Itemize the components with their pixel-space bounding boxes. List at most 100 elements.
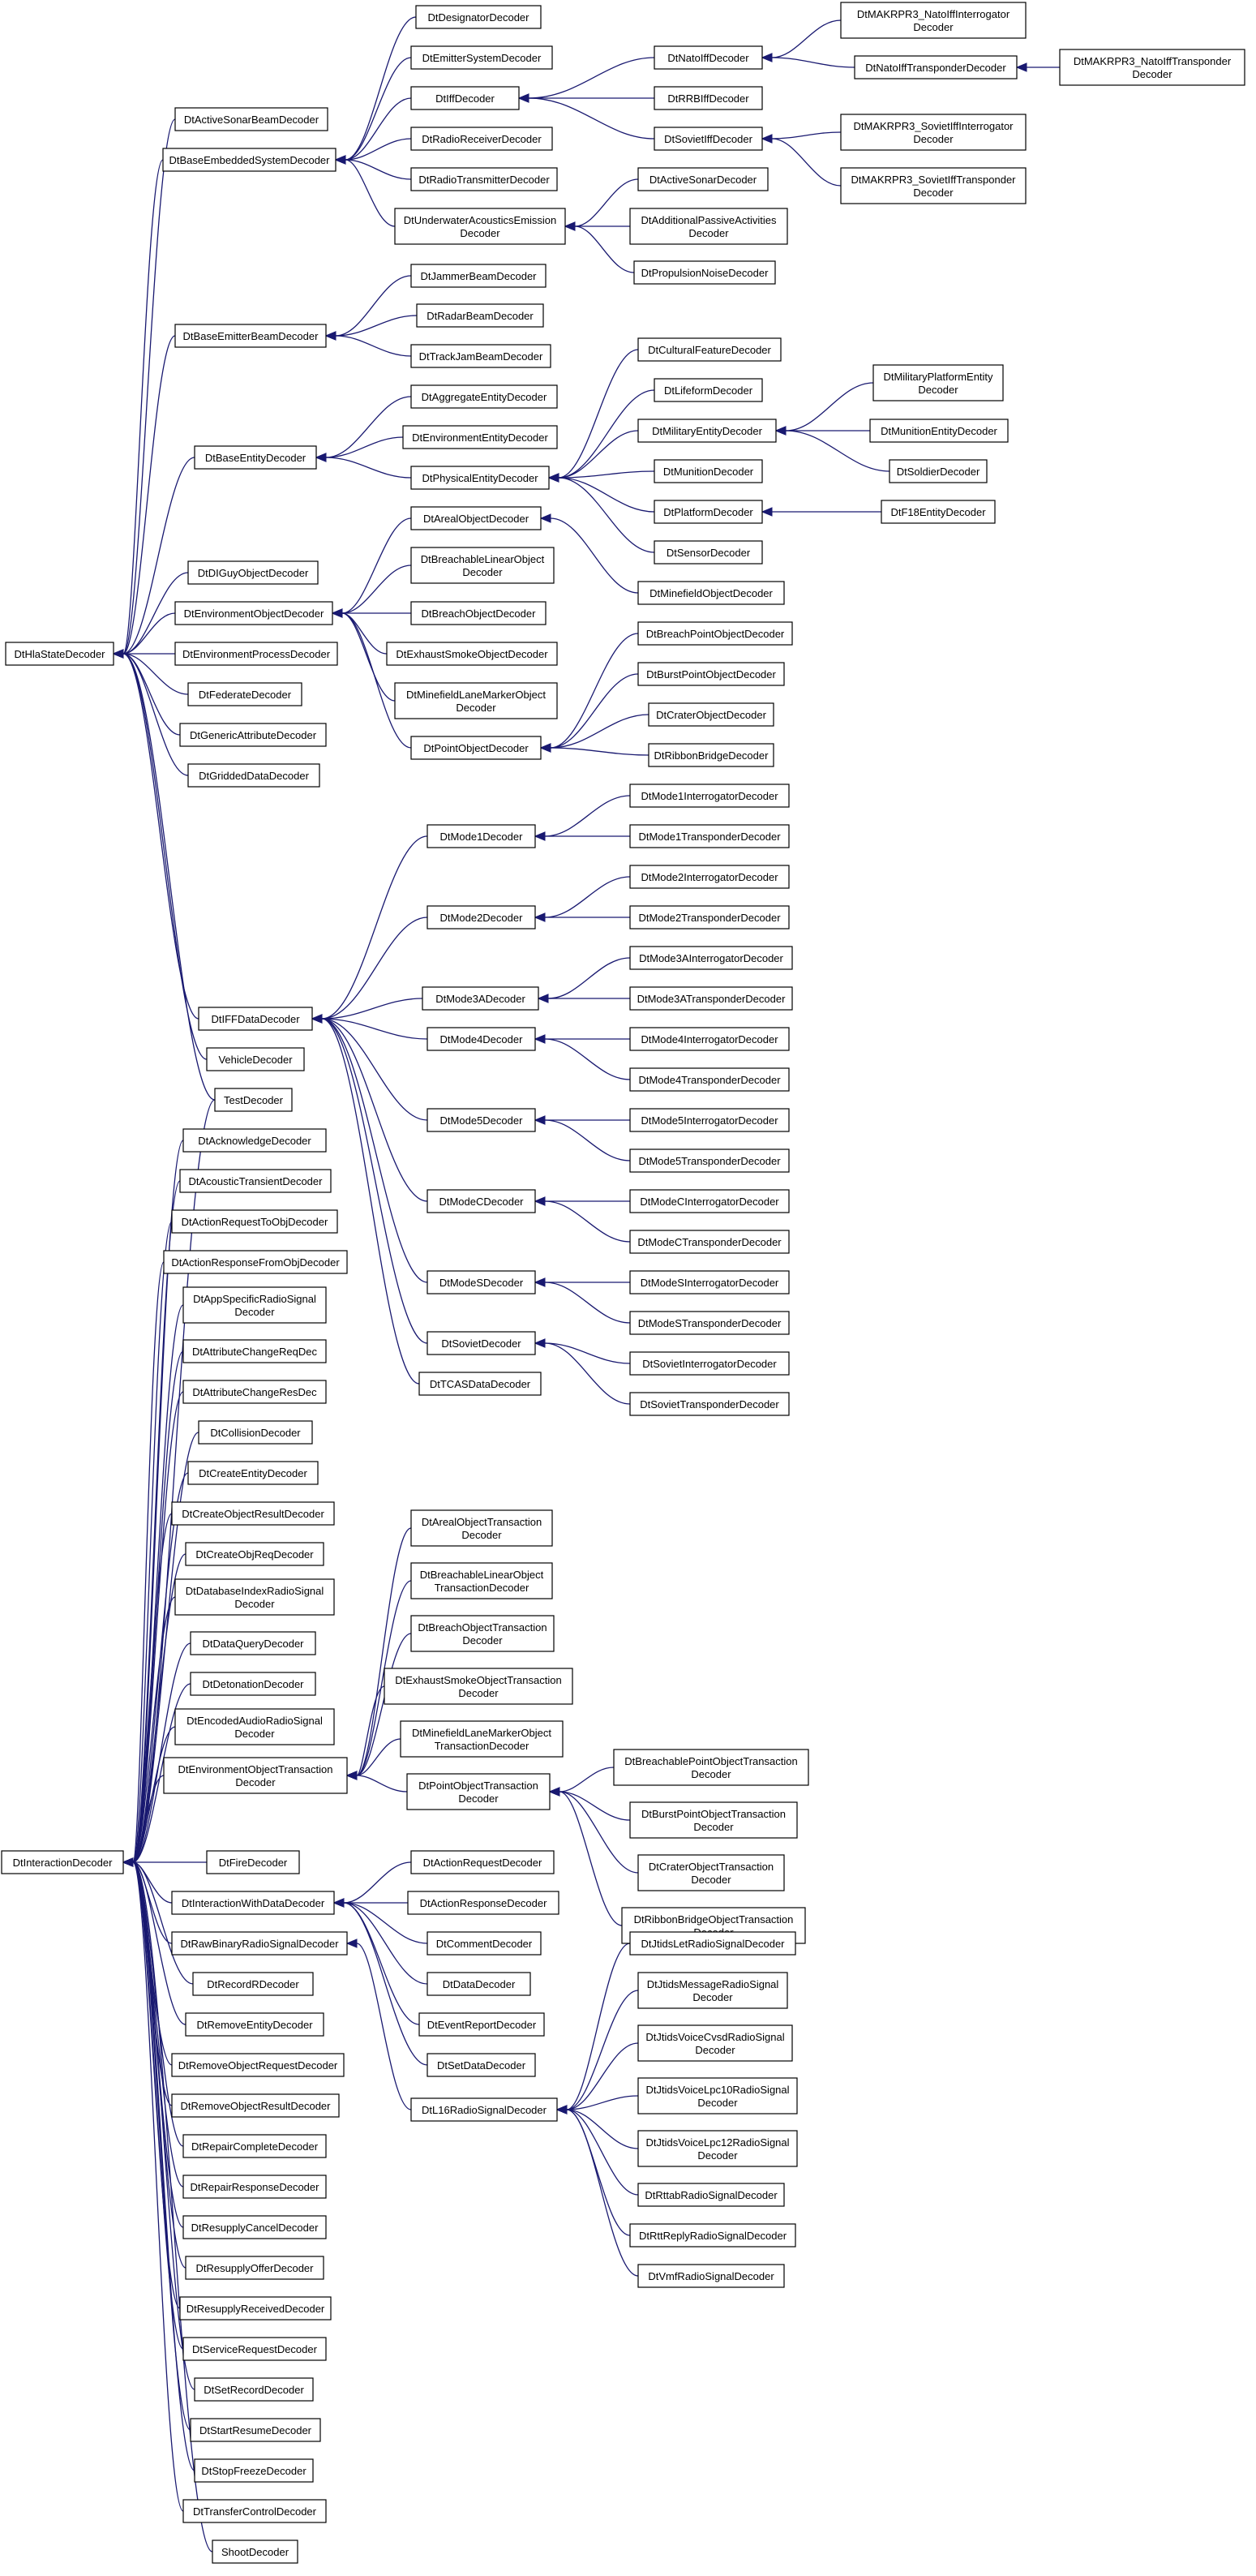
class-node-dt-acoustic-transient-decoder[interactable]: DtAcousticTransientDecoder (179, 1169, 332, 1193)
class-node-dt-stop-freeze-decoder[interactable]: DtStopFreezeDecoder (194, 2458, 314, 2483)
class-node-dt-nato-iff-decoder[interactable]: DtNatoIffDecoder (654, 45, 763, 70)
class-node-dt-breachable-linear-object-transaction-decoder[interactable]: DtBreachableLinearObjectTransactionDecod… (410, 1562, 553, 1599)
class-node-dt-nato-iff-transponder-decoder[interactable]: DtNatoIffTransponderDecoder (854, 55, 1018, 79)
class-node-dt-soldier-decoder[interactable]: DtSoldierDecoder (889, 459, 988, 483)
class-node-dt-tcas-data-decoder[interactable]: DtTCASDataDecoder (418, 1372, 542, 1396)
class-node-dt-repair-complete-decoder[interactable]: DtRepairCompleteDecoder (182, 2134, 327, 2158)
class-node-dt-minefield-lane-marker-object-transaction-decoder[interactable]: DtMinefieldLaneMarkerObjectTransactionDe… (400, 1720, 564, 1758)
class-node-dt-crater-object-decoder[interactable]: DtCraterObjectDecoder (648, 702, 774, 727)
class-node-dt-ribbon-bridge-decoder[interactable]: DtRibbonBridgeDecoder (648, 743, 774, 767)
class-node-dt-physical-entity-decoder[interactable]: DtPhysicalEntityDecoder (410, 466, 550, 490)
class-node-dt-set-data-decoder[interactable]: DtSetDataDecoder (427, 2053, 536, 2077)
class-node-dt-breach-object-decoder[interactable]: DtBreachObjectDecoder (410, 601, 547, 625)
class-node-dt-propulsion-noise-decoder[interactable]: DtPropulsionNoiseDecoder (633, 260, 776, 285)
class-node-dt-track-jam-beam-decoder[interactable]: DtTrackJamBeamDecoder (410, 344, 551, 368)
class-node-dt-areal-object-decoder[interactable]: DtArealObjectDecoder (410, 506, 542, 530)
class-node-dt-rttab-radio-signal-decoder[interactable]: DtRttabRadioSignalDecoder (637, 2183, 785, 2207)
class-node-dt-transfer-control-decoder[interactable]: DtTransferControlDecoder (182, 2499, 327, 2523)
class-node-dt-collision-decoder[interactable]: DtCollisionDecoder (198, 1420, 313, 1445)
class-node-dt-emitter-system-decoder[interactable]: DtEmitterSystemDecoder (410, 45, 553, 70)
class-node-dt-resupply-offer-decoder[interactable]: DtResupplyOfferDecoder (185, 2256, 324, 2280)
class-node-dt-munition-decoder[interactable]: DtMunitionDecoder (654, 459, 763, 483)
class-node-dt-mode5-decoder[interactable]: DtMode5Decoder (427, 1108, 536, 1132)
class-node-dt-mode2-interrogator-decoder[interactable]: DtMode2InterrogatorDecoder (629, 865, 790, 889)
class-node-dt-acknowledge-decoder[interactable]: DtAcknowledgeDecoder (182, 1128, 327, 1153)
class-node-dt-interaction-with-data-decoder[interactable]: DtInteractionWithDataDecoder (171, 1891, 335, 1915)
class-node-dt-event-report-decoder[interactable]: DtEventReportDecoder (418, 2012, 545, 2037)
class-node-dt-data-decoder[interactable]: DtDataDecoder (427, 1972, 531, 1996)
class-node-dt-radio-transmitter-decoder[interactable]: DtRadioTransmitterDecoder (410, 167, 558, 191)
class-node-dt-breach-point-object-decoder[interactable]: DtBreachPointObjectDecoder (637, 621, 793, 646)
class-node-dt-jtids-let-radio-signal-decoder[interactable]: DtJtidsLetRadioSignalDecoder (629, 1931, 796, 1956)
class-node-vehicle-decoder[interactable]: VehicleDecoder (206, 1047, 305, 1071)
class-node-dt-environment-object-decoder[interactable]: DtEnvironmentObjectDecoder (174, 601, 333, 625)
class-node-dt-create-object-result-decoder[interactable]: DtCreateObjectResultDecoder (171, 1501, 335, 1526)
class-node-dt-fire-decoder[interactable]: DtFireDecoder (206, 1850, 300, 1874)
class-node-dt-hla-state-decoder[interactable]: DtHlaStateDecoder (5, 642, 114, 666)
class-node-dt-action-request-decoder[interactable]: DtActionRequestDecoder (410, 1850, 555, 1874)
class-node-dt-mode5-interrogator-decoder[interactable]: DtMode5InterrogatorDecoder (629, 1108, 790, 1132)
class-node-dt-active-sonar-decoder[interactable]: DtActiveSonarDecoder (637, 167, 769, 191)
class-node-dt-mode4-transponder-decoder[interactable]: DtMode4TransponderDecoder (629, 1067, 790, 1092)
class-node-dt-burst-point-object-decoder[interactable]: DtBurstPointObjectDecoder (637, 662, 785, 686)
class-node-dt-mode-c-interrogator-decoder[interactable]: DtModeCInterrogatorDecoder (629, 1189, 790, 1213)
class-node-dt-cultural-feature-decoder[interactable]: DtCulturalFeatureDecoder (637, 337, 782, 362)
class-node-dt-repair-response-decoder[interactable]: DtRepairResponseDecoder (182, 2175, 327, 2199)
class-node-dt-vmf-radio-signal-decoder[interactable]: DtVmfRadioSignalDecoder (637, 2264, 785, 2288)
class-node-dt-exhaust-smoke-object-decoder[interactable]: DtExhaustSmokeObjectDecoder (386, 642, 558, 666)
class-node-dt-create-entity-decoder[interactable]: DtCreateEntityDecoder (187, 1461, 319, 1485)
class-node-dt-environment-entity-decoder[interactable]: DtEnvironmentEntityDecoder (402, 425, 558, 449)
class-node-dt-active-sonar-beam-decoder[interactable]: DtActiveSonarBeamDecoder (174, 107, 328, 131)
class-node-dt-sensor-decoder[interactable]: DtSensorDecoder (654, 540, 763, 565)
class-node-dt-generic-attribute-decoder[interactable]: DtGenericAttributeDecoder (179, 723, 327, 747)
class-node-dt-gridded-data-decoder[interactable]: DtGriddedDataDecoder (187, 763, 320, 788)
class-node-dt-soviet-interrogator-decoder[interactable]: DtSovietInterrogatorDecoder (629, 1351, 790, 1376)
class-node-dt-mode-c-transponder-decoder[interactable]: DtModeCTransponderDecoder (629, 1230, 790, 1254)
class-node-dt-service-request-decoder[interactable]: DtServiceRequestDecoder (182, 2337, 327, 2361)
class-node-dt-platform-decoder[interactable]: DtPlatformDecoder (654, 500, 763, 524)
class-node-dt-aggregate-entity-decoder[interactable]: DtAggregateEntityDecoder (410, 384, 558, 409)
class-node-dt-soviet-iff-decoder[interactable]: DtSovietIffDecoder (654, 127, 763, 151)
class-node-dt-action-response-from-obj-decoder[interactable]: DtActionResponseFromObjDecoder (163, 1250, 348, 1274)
class-node-dt-mode2-transponder-decoder[interactable]: DtMode2TransponderDecoder (629, 905, 790, 930)
class-node-dt-rtt-reply-radio-signal-decoder[interactable]: DtRttReplyRadioSignalDecoder (629, 2223, 796, 2248)
class-node-dt-iff-data-decoder[interactable]: DtIFFDataDecoder (198, 1007, 313, 1031)
class-node-dt-mode-s-transponder-decoder[interactable]: DtModeSTransponderDecoder (629, 1311, 790, 1335)
class-node-dt-mode3-a-transponder-decoder[interactable]: DtMode3ATransponderDecoder (629, 986, 793, 1011)
class-node-dt-base-embedded-system-decoder[interactable]: DtBaseEmbeddedSystemDecoder (162, 148, 337, 172)
class-node-dt-attribute-change-res-dec[interactable]: DtAttributeChangeResDec (182, 1380, 327, 1404)
class-node-dt-remove-object-result-decoder[interactable]: DtRemoveObjectResultDecoder (171, 2093, 340, 2118)
class-node-dt-remove-entity-decoder[interactable]: DtRemoveEntityDecoder (185, 2012, 324, 2037)
class-node-dt-mode1-transponder-decoder[interactable]: DtMode1TransponderDecoder (629, 824, 790, 848)
class-node-dt-iff-decoder[interactable]: DtIffDecoder (410, 86, 520, 110)
class-node-dt-interaction-decoder[interactable]: DtInteractionDecoder (1, 1850, 124, 1874)
class-node-dt-create-obj-req-decoder[interactable]: DtCreateObjReqDecoder (185, 1542, 324, 1566)
class-node-dt-resupply-cancel-decoder[interactable]: DtResupplyCancelDecoder (182, 2215, 327, 2239)
class-node-dt-base-emitter-beam-decoder[interactable]: DtBaseEmitterBeamDecoder (174, 324, 327, 348)
class-node-dt-makrpr3-nato-iff-transponder-decoder[interactable]: DtMAKRPR3_NatoIffTransponderDecoder (1059, 49, 1245, 86)
class-node-dt-data-query-decoder[interactable]: DtDataQueryDecoder (190, 1631, 316, 1655)
class-node-dt-military-entity-decoder[interactable]: DtMilitaryEntityDecoder (637, 419, 777, 443)
class-node-dt-mode2-decoder[interactable]: DtMode2Decoder (427, 905, 536, 930)
class-node-dt-designator-decoder[interactable]: DtDesignatorDecoder (415, 5, 542, 29)
class-node-dt-soviet-transponder-decoder[interactable]: DtSovietTransponderDecoder (629, 1392, 790, 1416)
class-node-dt-radio-receiver-decoder[interactable]: DtRadioReceiverDecoder (410, 127, 553, 151)
class-node-dt-start-resume-decoder[interactable]: DtStartResumeDecoder (190, 2418, 321, 2442)
